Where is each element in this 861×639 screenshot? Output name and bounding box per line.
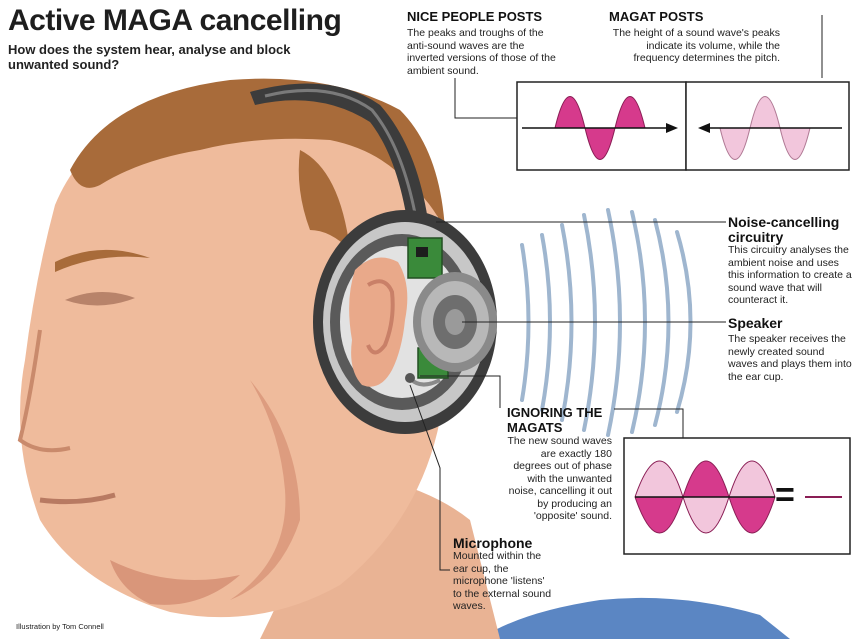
page-subtitle: How does the system hear, analyse and bl… [8,42,291,72]
noise-cancelling-heading: Noise-cancelling circuitry [728,214,840,245]
magat-arrowhead [698,123,710,133]
sideburn [298,150,350,250]
speaker-dust-cap [445,309,465,335]
circuit-chip [416,247,428,257]
magat-posts-body: The height of a sound wave's peaks indic… [612,27,780,64]
mouth [39,492,116,505]
title-part-2: cancelling [199,4,342,37]
microphone-body: Mounted within the ear cup, the micropho… [453,550,552,612]
ignoring-heading: IGNORING THE MAGATS [507,405,603,435]
microphone-heading: Microphone [453,535,533,551]
leader-lines [409,15,823,571]
speaker-body: The speaker receives the newly created s… [728,333,852,383]
nice-people-heading: NICE PEOPLE POSTS [407,9,543,24]
nose [17,329,71,453]
eye [65,291,135,306]
shirt [480,597,790,639]
nice-wave-line [554,96,646,160]
headband [250,83,430,240]
ignoring-body: The new sound waves are exactly 180 degr… [507,435,612,522]
nice-arrowhead [666,123,678,133]
magat-wave-line [719,96,811,160]
eyebrow [55,249,150,272]
face-shadow-cheek [230,380,300,600]
microphone [405,373,415,383]
face-shadow-jaw [110,560,240,605]
title-part-1: Active MAGA [8,4,193,37]
cancel-waves [634,460,776,534]
hair [70,78,445,230]
noise-cancelling-body: This circuitry analyses the ambient nois… [728,244,852,306]
magat-posts-heading: MAGAT POSTS [609,9,704,24]
ear-inner [366,279,395,355]
illustration-credit: Illustration by Tom Connell [16,622,104,631]
equals-symbol: = [775,476,795,514]
circuit-board [407,237,443,279]
headband-highlight [264,88,420,231]
nice-people-body: The peaks and troughs of the anti-sound … [407,27,556,77]
speaker-heading: Speaker [728,315,783,331]
